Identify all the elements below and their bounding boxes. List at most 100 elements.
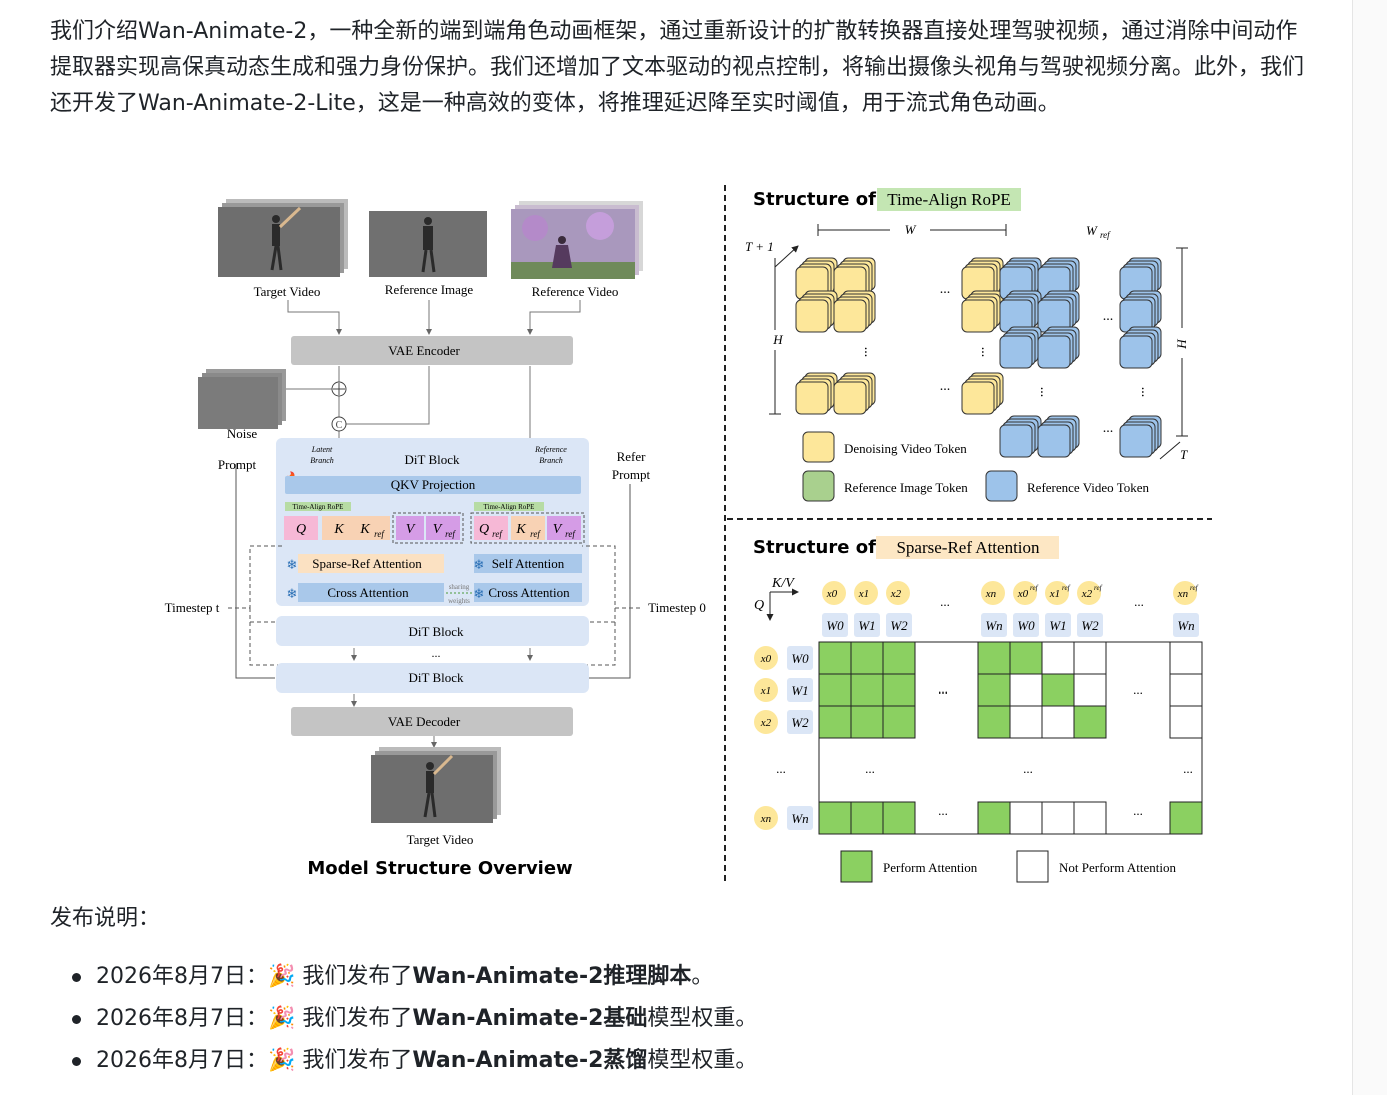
- column-token-sup: ref: [1030, 584, 1039, 592]
- bullet-icon: [72, 973, 81, 982]
- column-weight-box: [1077, 613, 1103, 637]
- reference-image-thumb: [369, 211, 487, 277]
- column-weight-label: W2: [1081, 618, 1099, 633]
- dit-block-title: DiT Block: [404, 452, 460, 467]
- svg-text:ref: ref: [530, 529, 541, 539]
- reference-video-token: [1119, 257, 1162, 300]
- ellipsis: ...: [1183, 761, 1193, 776]
- output-video-label: Target Video: [407, 832, 474, 847]
- timestep-0-label: Timestep 0: [648, 600, 706, 615]
- denoising-video-token: [795, 372, 838, 415]
- svg-text:Reference: Reference: [534, 445, 567, 454]
- query-token-circle: [1013, 581, 1037, 605]
- row-token-label: x1: [760, 685, 771, 697]
- reference-image-token: [961, 257, 1004, 300]
- diagram-caption: Model Structure Overview: [307, 858, 572, 879]
- row-token-label: xn: [760, 813, 772, 825]
- svg-text:Sparse-Ref Attention: Sparse-Ref Attention: [896, 538, 1040, 557]
- attention-cell-off: [1169, 705, 1203, 739]
- rope-tag-right: [474, 502, 544, 511]
- attention-cell-on: [1009, 641, 1043, 675]
- refer-prompt-label-2: Prompt: [612, 467, 651, 482]
- target-video-thumb: [218, 199, 348, 277]
- attention-cell-on: [850, 673, 884, 707]
- prompt-label: Prompt: [218, 457, 257, 472]
- release-notes-list: 2026年8月7日：🎉 我们发布了Wan-Animate-2推理脚本。 2026…: [50, 958, 757, 1084]
- row-weight-label: W2: [791, 715, 809, 730]
- ellipsis: ...: [940, 594, 950, 609]
- dit-block-2: [276, 616, 589, 646]
- attention-cell-on: [977, 801, 1011, 835]
- column-token-label: xn: [1177, 588, 1189, 600]
- frozen-icon: ❄: [474, 558, 485, 573]
- svg-text:Reference Video Token: Reference Video Token: [1027, 480, 1150, 495]
- column-token-sup: ref: [1190, 584, 1199, 592]
- attention-cell-on: [850, 705, 884, 739]
- denoising-video-token: [795, 290, 838, 333]
- attention-cell-off: [1169, 641, 1203, 675]
- attention-cell-off: [1041, 801, 1075, 835]
- svg-text:weights: weights: [448, 597, 470, 605]
- attention-cell-on: [818, 641, 852, 675]
- rope-token-grid: [795, 257, 1162, 458]
- column-token-label: x1: [858, 588, 869, 600]
- vae-encoder: [291, 336, 573, 365]
- ellipsis: ...: [1133, 803, 1143, 818]
- vae-decoder: [291, 707, 573, 736]
- frozen-icon: ❄: [287, 587, 298, 602]
- reference-video-token: [1037, 290, 1080, 333]
- svg-text:Cross Attention: Cross Attention: [488, 585, 570, 600]
- query-token-circle: [854, 581, 878, 605]
- svg-text:DiT Block: DiT Block: [408, 624, 464, 639]
- svg-text:ref: ref: [445, 529, 456, 539]
- svg-text:...: ...: [432, 646, 441, 660]
- column-weight-label: Wn: [985, 618, 1002, 633]
- svg-text:Self Attention: Self Attention: [492, 556, 565, 571]
- svg-text:C: C: [336, 420, 343, 431]
- column-token-label: x0: [826, 588, 838, 600]
- svg-text:QKV Projection: QKV Projection: [391, 477, 476, 492]
- attention-cell-off: [1169, 673, 1203, 707]
- svg-text:T: T: [1180, 447, 1188, 462]
- ellipsis: ...: [1134, 594, 1144, 609]
- svg-text:W: W: [1086, 223, 1098, 238]
- svg-text:H: H: [772, 332, 783, 347]
- svg-text:Q: Q: [754, 598, 764, 613]
- svg-text:ref: ref: [492, 529, 503, 539]
- scrollbar[interactable]: [1352, 0, 1387, 1095]
- reference-video-token: [1037, 326, 1080, 369]
- attention-cell-off: [1009, 673, 1043, 707]
- attention-cell-off: [1041, 641, 1075, 675]
- svg-text:T + 1: T + 1: [745, 239, 774, 254]
- column-weight-box: [1173, 613, 1199, 637]
- svg-text:...: ...: [978, 347, 993, 358]
- svg-text:VAE Encoder: VAE Encoder: [388, 343, 460, 358]
- attention-cell-off: [1041, 705, 1075, 739]
- ellipsis: ...: [938, 682, 948, 697]
- svg-text:Time-Align RoPE: Time-Align RoPE: [293, 503, 344, 511]
- attention-cell-on: [1169, 801, 1203, 835]
- attention-cell-on: [850, 801, 884, 835]
- column-weight-box: [886, 613, 912, 637]
- noise-label: Noise: [227, 426, 258, 441]
- query-token-circle: [1045, 581, 1069, 605]
- column-token-label: x2: [890, 588, 902, 600]
- cross-attention-left: [298, 583, 444, 602]
- attention-cell-off: [1073, 641, 1107, 675]
- column-token-label: x2: [1081, 588, 1093, 600]
- svg-text:VAE Decoder: VAE Decoder: [388, 714, 461, 729]
- svg-text:Structure of: Structure of: [753, 189, 876, 210]
- figure: Target Video Reference Image Reference V…: [165, 185, 1212, 884]
- svg-text:K: K: [359, 522, 370, 537]
- sparse-ref-attention-box: [298, 554, 444, 573]
- svg-text:Reference Image Token: Reference Image Token: [844, 480, 968, 495]
- svg-text:Cross Attention: Cross Attention: [327, 585, 409, 600]
- attention-cell-on: [1073, 705, 1107, 739]
- row-weight-box: [787, 806, 813, 830]
- svg-text:Time-Align RoPE: Time-Align RoPE: [887, 190, 1011, 209]
- attention-cell-off: [1073, 673, 1107, 707]
- svg-text:...: ...: [1103, 421, 1114, 436]
- attention-cell-on: [818, 801, 852, 835]
- reference-video-token: [1119, 290, 1162, 333]
- token-boxes: Q K K ref V V ref Q ref K ref V ref: [284, 512, 585, 544]
